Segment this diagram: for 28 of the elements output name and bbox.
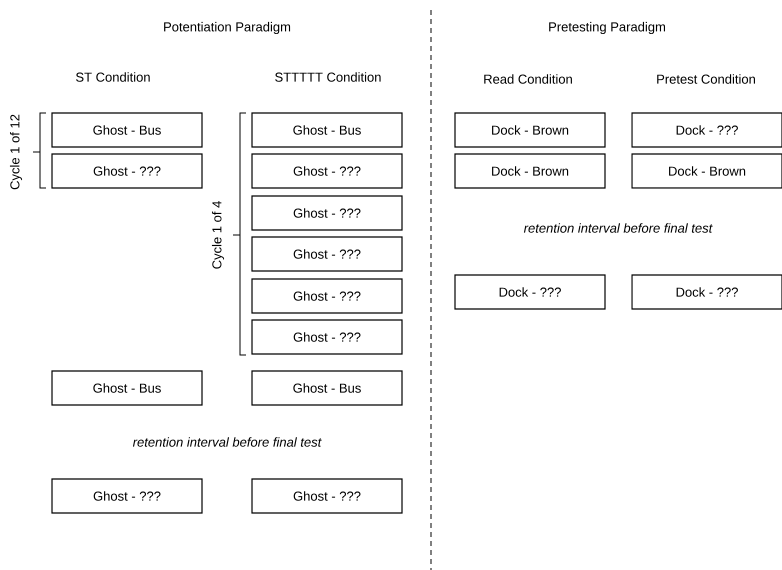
text-box: Dock - ??? (454, 274, 606, 310)
heading: Pretesting Paradigm (549, 22, 665, 34)
text-box: Ghost - ??? (51, 478, 203, 514)
text-box: Ghost - ??? (251, 278, 403, 314)
text-box: Dock - Brown (631, 153, 782, 189)
cycle-label: Cycle 1 of 12 (10, 114, 22, 190)
text-box: Dock - Brown (454, 153, 606, 189)
text-box: Ghost - Bus (251, 370, 403, 406)
note: retention interval before final test (132, 437, 322, 447)
heading: Potentiation Paradigm (164, 22, 290, 34)
text-box: Ghost - ??? (51, 153, 203, 189)
note: retention interval before final test (524, 223, 713, 233)
heading: Pretest Condition (657, 74, 755, 84)
heading: Read Condition (484, 74, 572, 84)
heading: STTTTT Condition (275, 72, 381, 82)
heading: ST Condition (76, 72, 150, 82)
text-box: Dock - ??? (631, 274, 782, 310)
text-box: Ghost - ??? (251, 478, 403, 514)
text-box: Ghost - ??? (251, 153, 403, 189)
text-box: Ghost - ??? (251, 236, 403, 272)
text-box: Ghost - Bus (251, 112, 403, 148)
text-box: Dock - Brown (454, 112, 606, 148)
text-box: Ghost - ??? (251, 319, 403, 355)
cycle-label: Cycle 1 of 4 (212, 201, 224, 269)
text-box: Dock - ??? (631, 112, 782, 148)
text-box: Ghost - Bus (51, 112, 203, 148)
text-box: Ghost - Bus (51, 370, 203, 406)
text-box: Ghost - ??? (251, 195, 403, 231)
